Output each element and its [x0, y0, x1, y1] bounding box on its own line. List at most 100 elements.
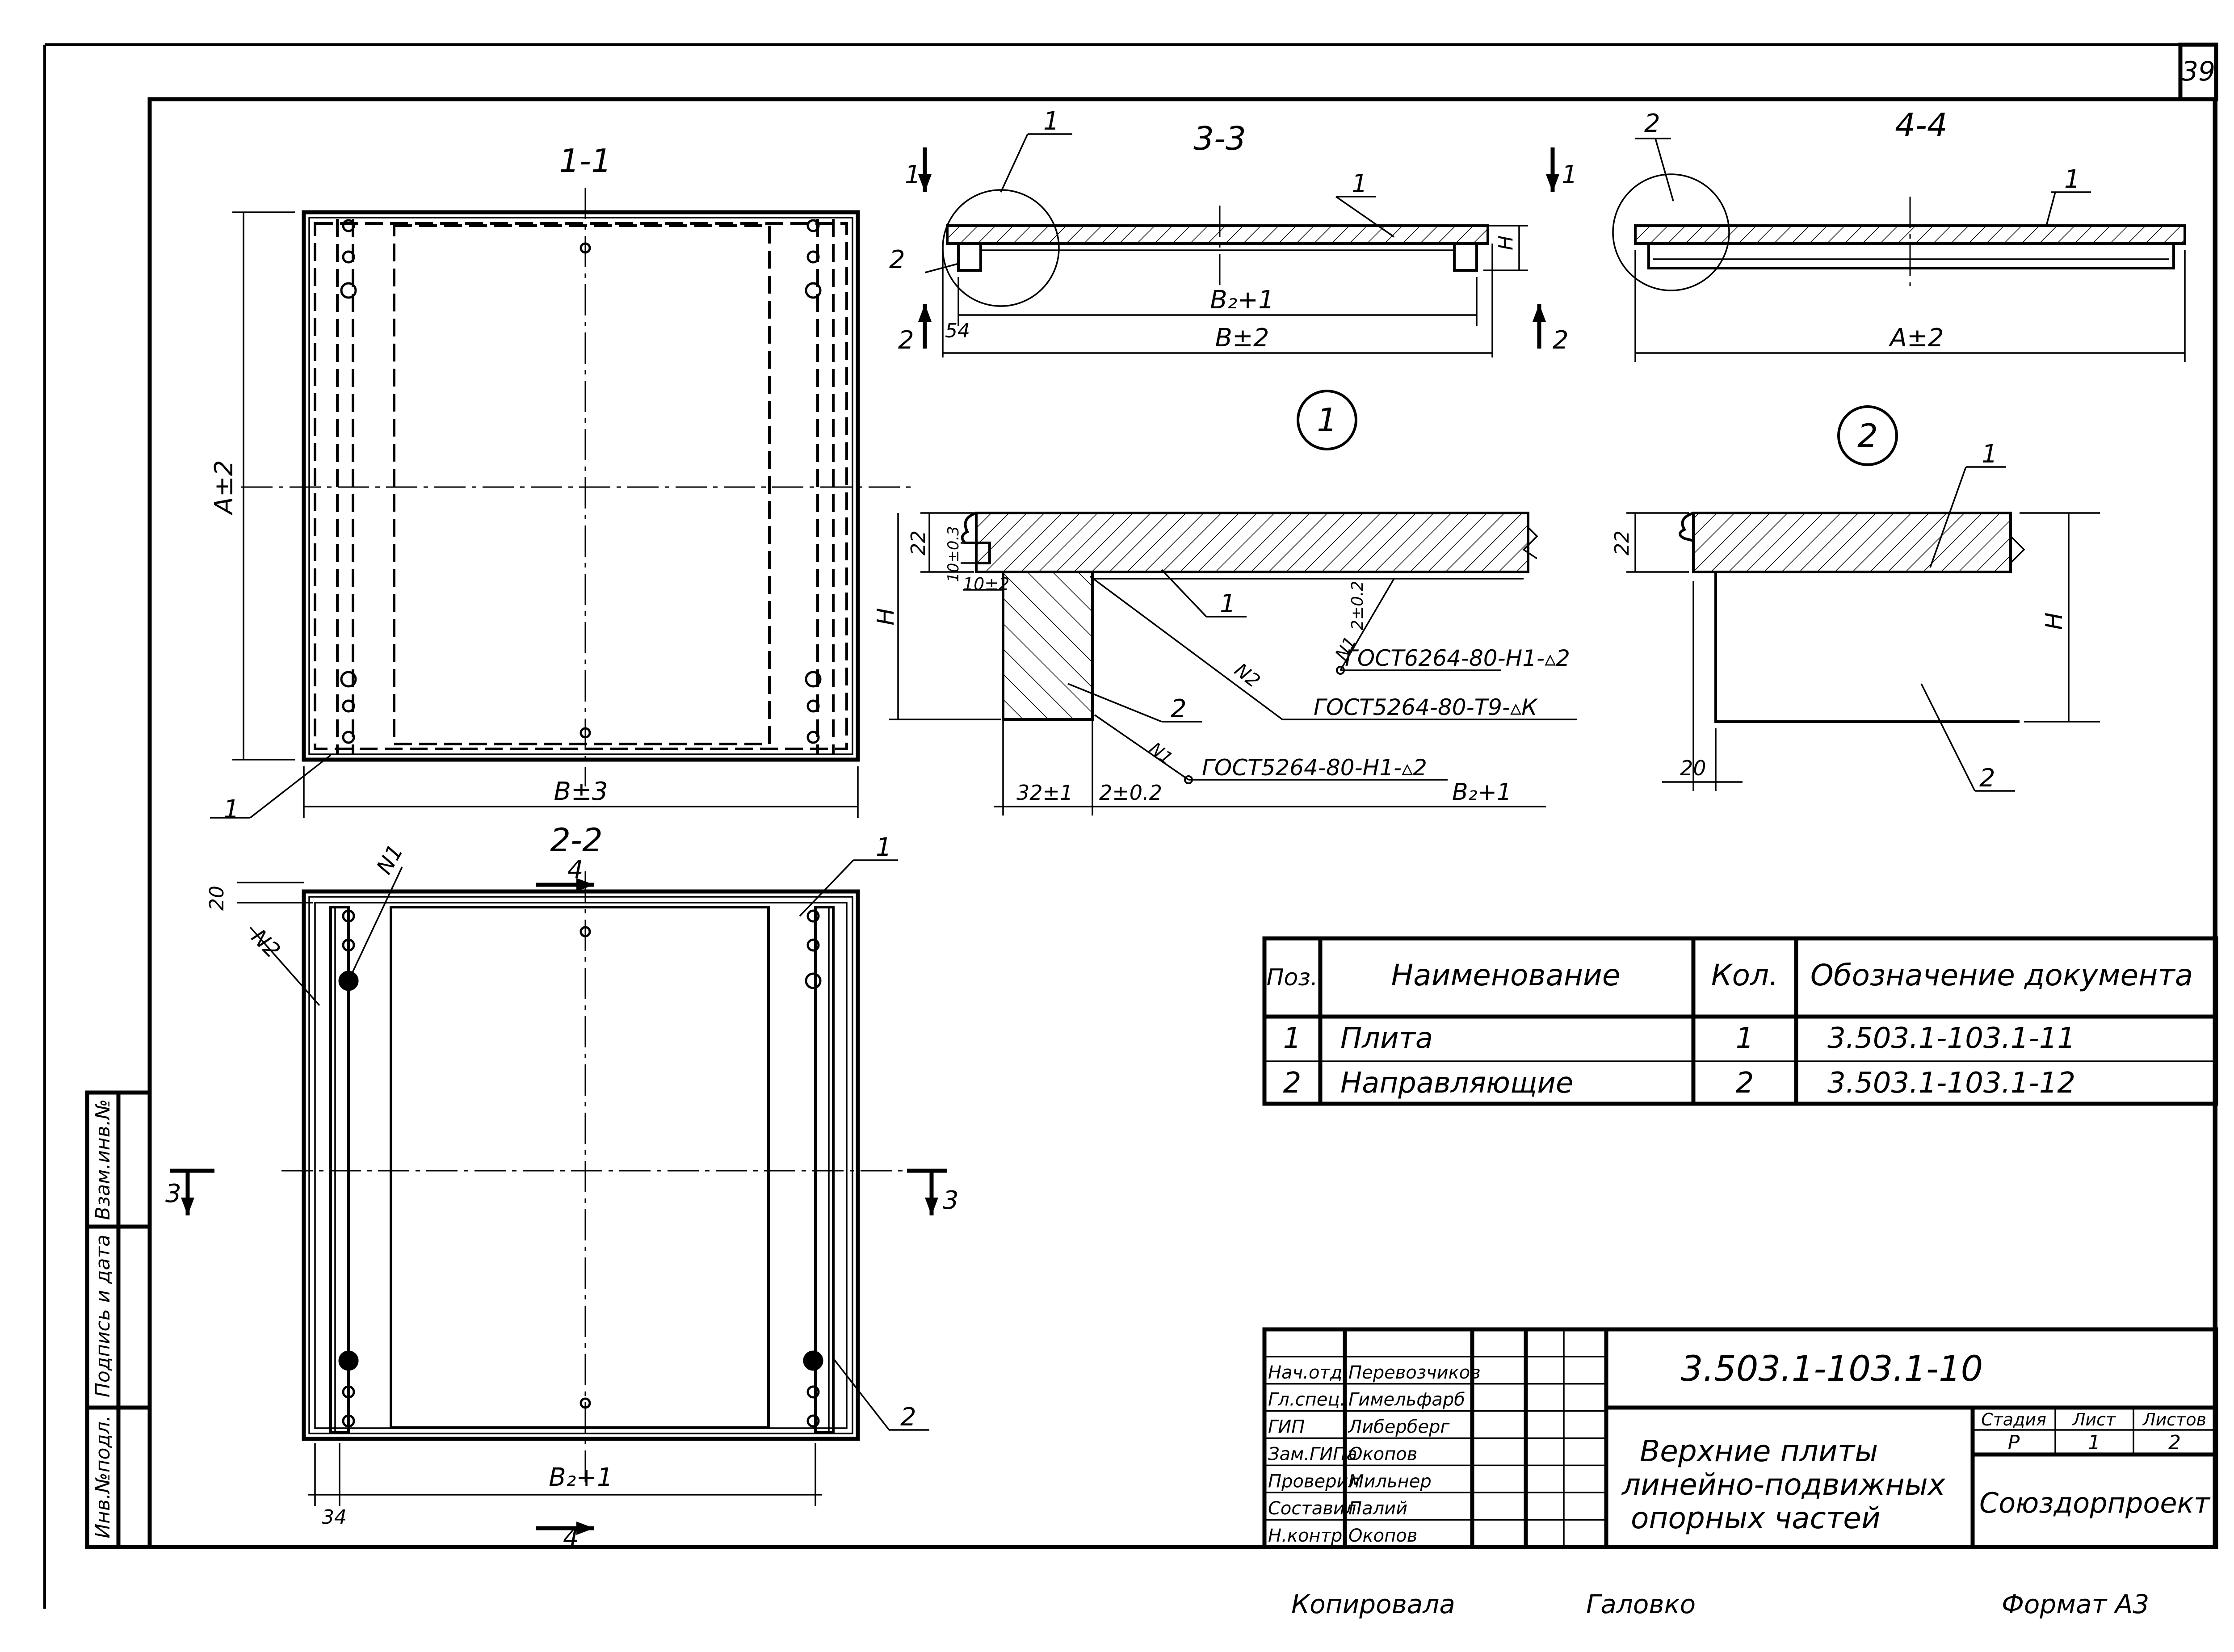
spec-row1-qty: 1: [1736, 1022, 1754, 1055]
spec-header-qty: Кол.: [1711, 958, 1778, 992]
stamp-title-line2: линейно-подвижных: [1621, 1467, 1946, 1502]
spec-row2-pos: 2: [1283, 1067, 1302, 1100]
pos1b-3-3: 1: [1352, 169, 1368, 198]
view-1-1: 1-1 А±2 В±3 1: [210, 142, 911, 824]
stamp-name: Гимельфарб: [1348, 1390, 1465, 1410]
side-stamp-vzam: Взам.инв.№: [92, 1099, 114, 1220]
view-4-4-title: 4-4: [1895, 106, 1948, 144]
gost-a: ГОСТ6264-80-Н1-▵2: [1345, 645, 1570, 671]
pos2-2-2: 2: [900, 1403, 916, 1432]
dim-54-3-3: 54: [945, 319, 970, 342]
view-1-1-title: 1-1: [559, 142, 612, 180]
stamp-sheets: 2: [2168, 1431, 2181, 1454]
spec-row2-qty: 2: [1736, 1067, 1754, 1100]
cut-1-left: 1: [905, 160, 921, 189]
stamp-org: Союздорпроект: [1979, 1487, 2211, 1519]
stamp-role: Проверил: [1268, 1471, 1360, 1492]
weld-n1-2-2: N1: [372, 840, 408, 879]
stamp-stage: Р: [2008, 1431, 2020, 1454]
dim-width-2-2: В₂+1: [549, 1463, 613, 1492]
view-3-3-title: 3-3: [1193, 120, 1246, 157]
stamp-role: Зам.ГИПа: [1268, 1444, 1357, 1464]
sheet-number: 39: [2181, 56, 2215, 87]
view-2-2-title: 2-2: [550, 821, 603, 859]
cut-2-left: 2: [898, 326, 914, 355]
side-stamp-inv: Инв.№подл.: [92, 1415, 114, 1539]
dim-10-d1: 10±0.3: [945, 526, 962, 582]
stamp-code: 3.503.1-103.1-10: [1681, 1349, 1983, 1389]
pos-label-1-1: 1: [223, 795, 239, 824]
spec-row1-name: Плита: [1340, 1022, 1433, 1055]
stamp-title-line3: опорных частей: [1631, 1501, 1881, 1535]
dim-b-3-3: В±2: [1215, 324, 1269, 353]
cut-1-right: 1: [1562, 160, 1578, 189]
dim-b2-d1: В₂+1: [1452, 779, 1512, 806]
dim-10b-d1: 10±2: [963, 574, 1009, 594]
dim-a-4-4: А±2: [1889, 324, 1944, 353]
pos1-d1: 1: [1220, 589, 1236, 618]
stamp-stage-header: Стадия: [1981, 1410, 2046, 1429]
copied-by-label: Копировала: [1291, 1589, 1455, 1619]
spec-row2-doc: 3.503.1-103.1-12: [1827, 1067, 2075, 1100]
pos2-3-3: 2: [889, 245, 905, 274]
sheet-frame: 39: [43, 42, 2218, 1609]
dim-b2-3-3: В₂+1: [1210, 286, 1274, 315]
cut-3-right: 3: [943, 1186, 959, 1215]
stamp-name: Мильнер: [1348, 1471, 1432, 1492]
pos1-2-2: 1: [876, 833, 892, 862]
spec-header-name: Наименование: [1391, 958, 1621, 992]
stamp-sheets-header: Листов: [2142, 1410, 2206, 1429]
spec-header-doc: Обозначение документа: [1810, 958, 2193, 992]
view-3-3: 3-3 1 1 2 2 1 1 2 H: [889, 107, 1578, 357]
n1-bottom-d1: N1: [1146, 738, 1176, 768]
bolt-holes-2-2: [338, 909, 823, 1428]
dim-h-d2: H: [2041, 612, 2068, 630]
dim-32-d1: 32±1: [1016, 781, 1073, 805]
stamp-name: Окопов: [1348, 1444, 1417, 1464]
pos2-d1: 2: [1171, 694, 1187, 723]
cut-4-bottom: 4: [563, 1523, 579, 1552]
stamp-name: Либерберг: [1348, 1417, 1450, 1438]
dim-height-1-1: А±2: [210, 460, 239, 516]
stamp-role: Нач.отд.: [1268, 1362, 1348, 1383]
spec-header-pos: Поз.: [1266, 964, 1318, 991]
pos1-4-4: 1: [2064, 165, 2080, 194]
dim-22-d2: 22: [1611, 530, 1634, 555]
cut-2-right: 2: [1553, 326, 1569, 355]
side-stamp: Инв.№подл. Подпись и дата Взам.инв.№: [85, 1090, 152, 1549]
bolt-holes-1-1: [340, 219, 822, 744]
stamp-name: Перевозчиков: [1348, 1362, 1481, 1383]
stamp-name: Окопов: [1348, 1526, 1417, 1546]
stamp-sheet: 1: [2088, 1431, 2100, 1454]
stamp-signature-rows: Нач.отд.ПеревозчиковГл.спец.ГимельфарбГИ…: [1264, 1356, 1606, 1546]
dim-width-1-1: В±3: [554, 777, 608, 806]
spec-row1-pos: 1: [1283, 1022, 1302, 1055]
dim-h-d1: H: [873, 608, 899, 625]
cut-4-top: 4: [567, 855, 584, 884]
pos2-4-4: 2: [1644, 109, 1660, 138]
dim-2b-d1: 2±0.2: [1099, 781, 1162, 805]
stamp-role: Гл.спец.: [1268, 1390, 1345, 1410]
dim-20-2-2: 20: [206, 886, 228, 911]
stamp-role: Н.контр.: [1268, 1526, 1348, 1546]
side-stamp-sign: Подпись и дата: [92, 1235, 114, 1397]
stamp-name: Палий: [1348, 1498, 1407, 1519]
view-4-4: 4-4 2 1 А±2: [1612, 106, 2186, 362]
spec-row1-doc: 3.503.1-103.1-11: [1827, 1022, 2075, 1055]
pos1-d2: 1: [1982, 440, 1998, 469]
stamp-sheet-header: Лист: [2072, 1410, 2116, 1429]
stamp-role: Составил: [1268, 1498, 1356, 1519]
pos1a-3-3: 1: [1043, 107, 1059, 136]
copier-name: Галовко: [1586, 1589, 1696, 1619]
stamp-role: ГИП: [1268, 1417, 1305, 1438]
cut-3-left: 3: [165, 1179, 181, 1208]
spec-row2-name: Направляющие: [1340, 1067, 1573, 1100]
dim-2-d1: 2±0.2: [1348, 581, 1367, 630]
dim-22-d1: 22: [907, 530, 930, 555]
dim-20-d2: 20: [1680, 756, 1706, 780]
dim-h-3-3: H: [1495, 235, 1517, 250]
detail-2: 2 22 H 20 1 2: [1611, 405, 2100, 793]
gost-c: ГОСТ5264-80-Н1-▵2: [1202, 755, 1427, 781]
detail-1-label: 1: [1317, 401, 1337, 439]
